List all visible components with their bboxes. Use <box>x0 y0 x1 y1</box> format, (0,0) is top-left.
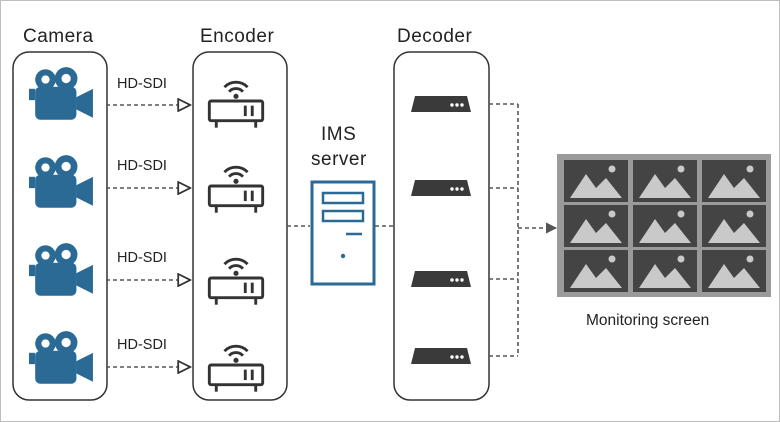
image-placeholder-icon <box>702 250 766 292</box>
decoder-column-title: Decoder <box>397 26 473 47</box>
decoder-box-icon <box>411 96 471 112</box>
camera-group-box <box>12 51 108 401</box>
server-label-line1: IMS <box>321 124 357 145</box>
link-label-2: HD-SDI <box>117 158 167 174</box>
decoder-box-icon <box>411 180 471 196</box>
image-placeholder-icon <box>564 160 628 202</box>
link-label-1: HD-SDI <box>117 76 167 92</box>
monitor-caption: Monitoring screen <box>586 312 710 329</box>
server-tower-icon <box>310 180 376 286</box>
server-label-line2: server <box>311 149 367 170</box>
decoder-box-icon <box>411 271 471 287</box>
image-placeholder-icon <box>564 205 628 247</box>
link-label-4: HD-SDI <box>117 337 167 353</box>
image-placeholder-icon <box>633 205 697 247</box>
image-placeholder-icon <box>633 160 697 202</box>
link-label-3: HD-SDI <box>117 250 167 266</box>
monitoring-screen <box>557 154 771 297</box>
decoder-group-box <box>393 51 490 401</box>
image-placeholder-icon <box>633 250 697 292</box>
image-placeholder-icon <box>564 250 628 292</box>
camera-column-title: Camera <box>23 26 94 47</box>
image-placeholder-icon <box>702 160 766 202</box>
image-placeholder-icon <box>702 205 766 247</box>
decoder-monitor-links <box>489 103 519 357</box>
decoder-box-icon <box>411 348 471 364</box>
encoder-column-title: Encoder <box>200 26 275 47</box>
